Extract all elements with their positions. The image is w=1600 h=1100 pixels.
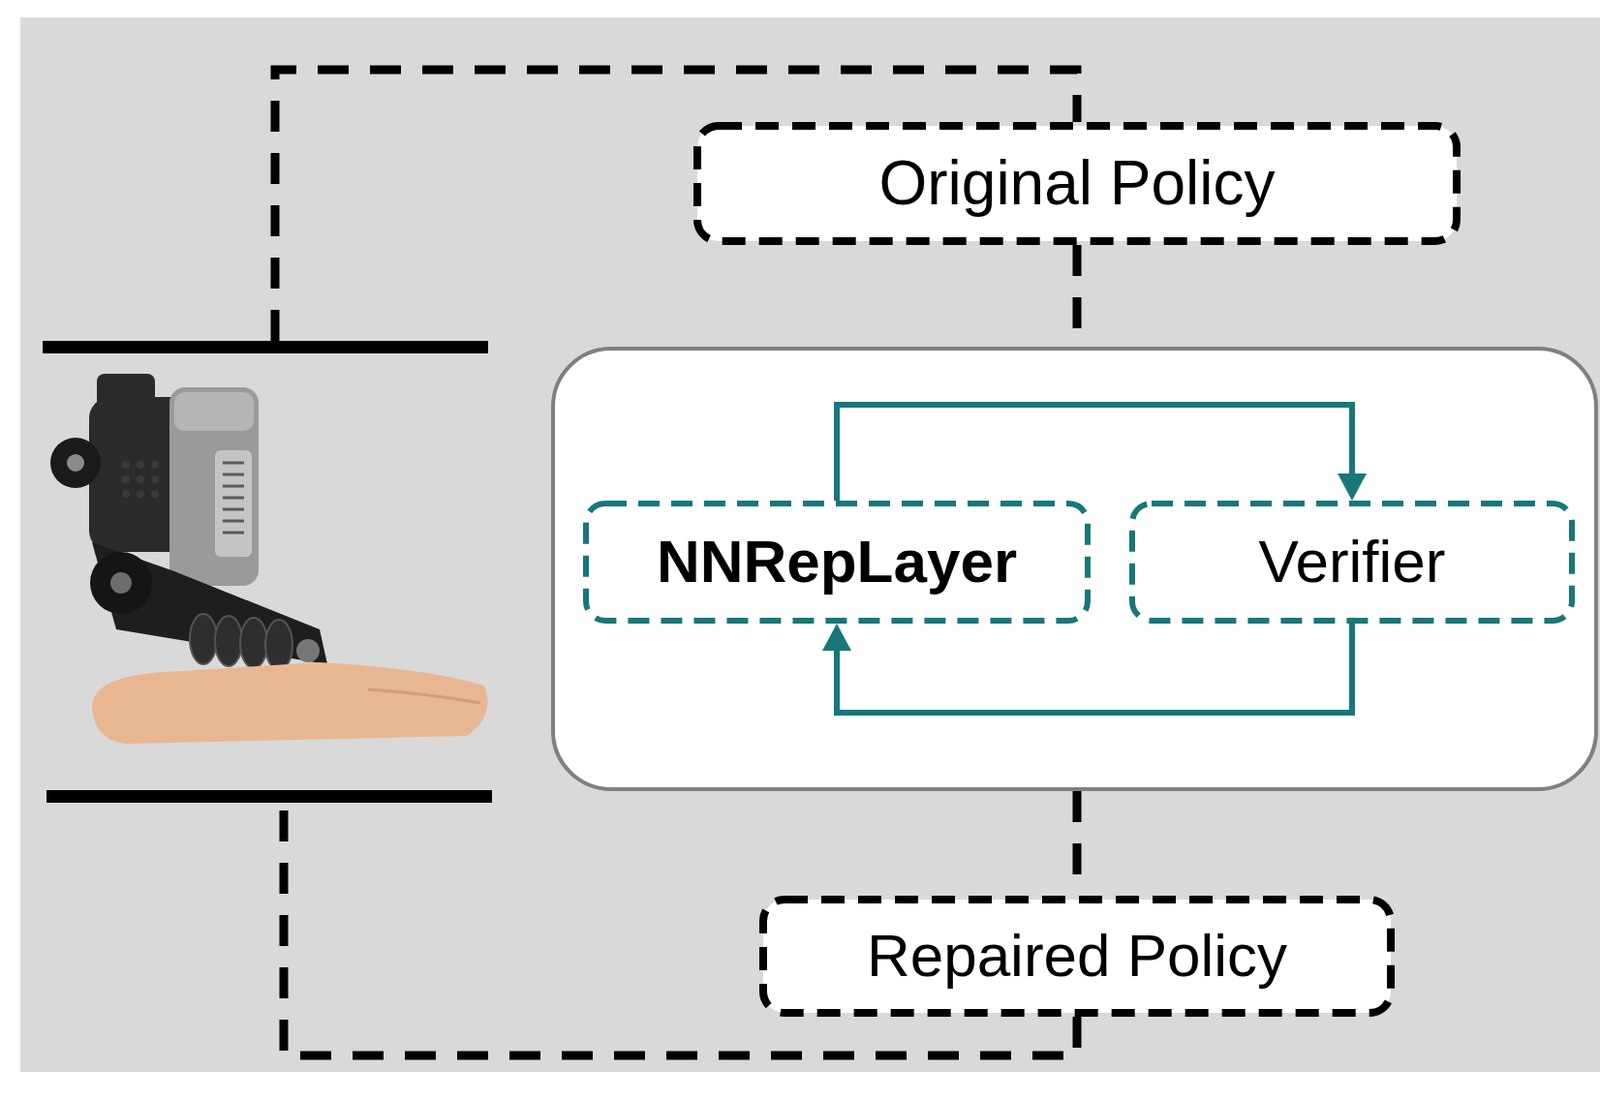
repair-loop-panel: NNRepLayer Verifier (551, 346, 1599, 792)
policy-box: Original Policy (693, 122, 1461, 246)
node-label: Repaired Policy (866, 923, 1288, 989)
policy-box: Repaired Policy (759, 895, 1395, 1017)
connector (1073, 245, 1082, 347)
node-label: Original Policy (878, 149, 1275, 217)
node-label: NNRepLayer (656, 528, 1017, 595)
node-label: Verifier (1259, 528, 1447, 595)
prosthetic-ankle (50, 373, 488, 744)
process-box: NNRepLayer (583, 500, 1091, 624)
connector (1073, 791, 1082, 896)
process-box: Verifier (1129, 500, 1575, 624)
grey-panel (20, 17, 1600, 1073)
bar (42, 340, 489, 354)
bar (46, 790, 493, 803)
